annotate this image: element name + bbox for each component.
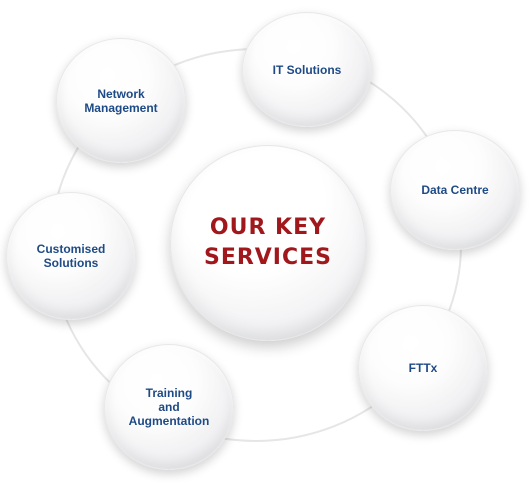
- center-title: OUR KEY SERVICES: [203, 215, 333, 270]
- service-node-it-solutions[interactable]: IT Solutions: [242, 12, 372, 127]
- service-label: Training and Augmentation: [128, 386, 210, 428]
- service-label: Network Management: [84, 86, 158, 115]
- service-label: FTTx: [408, 361, 438, 375]
- service-label: IT Solutions: [272, 62, 342, 77]
- service-node-training-augmentation[interactable]: Training and Augmentation: [104, 344, 234, 470]
- center-node: OUR KEY SERVICES: [170, 145, 366, 341]
- service-node-customised-solutions[interactable]: Customised Solutions: [6, 192, 136, 320]
- service-node-data-centre[interactable]: Data Centre: [390, 130, 520, 250]
- service-node-fttx[interactable]: FTTx: [358, 305, 488, 431]
- service-node-network-management[interactable]: Network Management: [56, 38, 186, 163]
- service-label: Data Centre: [421, 183, 489, 197]
- service-label: Customised Solutions: [36, 242, 106, 270]
